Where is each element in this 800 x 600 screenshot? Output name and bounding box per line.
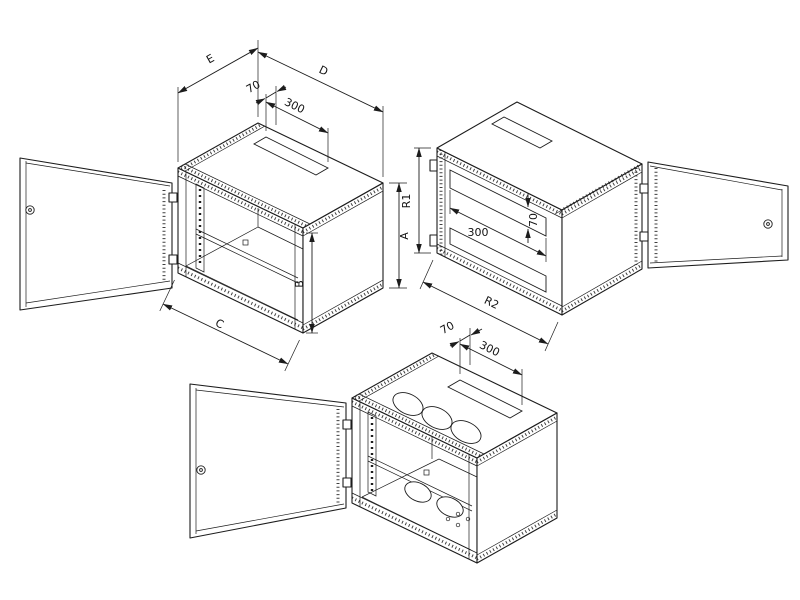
dim-label-R2: R2	[482, 294, 501, 312]
top-cable-gland	[450, 420, 482, 444]
door-panel	[189, 383, 347, 539]
hinge-icon	[342, 477, 352, 488]
door-lock-pin-icon	[28, 208, 32, 212]
hinge-icon	[639, 231, 649, 242]
hinge-icon	[342, 419, 352, 430]
door-open-right	[647, 161, 789, 269]
wall-bracket	[429, 234, 438, 247]
mounting-rail	[195, 228, 299, 279]
mounting-rail	[367, 455, 473, 507]
cable-cutout	[491, 116, 553, 149]
cabinet-body	[429, 101, 649, 316]
door-lock-pin-icon	[199, 468, 203, 472]
dim-label-70: 70	[244, 78, 263, 96]
door-open-left	[189, 383, 347, 539]
hinge-icon	[639, 183, 649, 194]
dim-label-A: A	[398, 232, 411, 240]
dimension-300-rear: 300	[449, 190, 547, 262]
dim-label-B: B	[293, 280, 306, 288]
dimension-B: B	[293, 232, 318, 334]
dim-label-300: 300	[468, 226, 489, 239]
hinge-icon	[168, 192, 178, 203]
dim-label-300: 300	[282, 95, 307, 116]
rack-rail	[367, 411, 377, 497]
wall-bracket	[429, 159, 438, 172]
door-lock-pin-icon	[766, 222, 770, 226]
cabinet-body	[168, 122, 384, 334]
floor-cable-hole	[436, 496, 464, 518]
dim-label-D: D	[317, 63, 330, 78]
dimension-R1: R1	[400, 147, 431, 254]
dimension-70-rear: 70	[525, 193, 540, 243]
dim-label-70: 70	[527, 213, 540, 227]
dimension-70-top: 70	[244, 78, 287, 125]
dim-label-R1: R1	[400, 194, 413, 209]
view-bottom-front-iso: 300 70	[189, 319, 558, 564]
dim-label-E: E	[204, 52, 216, 67]
dimension-70-bottom: 70	[438, 319, 483, 365]
dim-label-300: 300	[477, 338, 502, 359]
hinge-icon	[168, 254, 178, 265]
door-panel	[647, 161, 789, 269]
cable-cutout	[447, 379, 523, 419]
cable-cutout	[253, 136, 329, 176]
dimension-R2: R2	[419, 259, 559, 352]
rack-rail	[195, 183, 205, 273]
view-rear-right-iso: R1 300 70 R2	[400, 101, 789, 352]
door-panel	[19, 157, 173, 311]
cabinet-body	[342, 352, 558, 564]
interior-detail	[423, 469, 430, 476]
dimension-A: A	[389, 182, 411, 289]
floor-cable-hole	[404, 481, 432, 503]
interior-detail	[242, 239, 249, 246]
dim-label-70: 70	[438, 319, 457, 337]
door-open-left	[19, 157, 173, 311]
view-front-left-iso: E D 300 70 A B	[19, 40, 411, 372]
